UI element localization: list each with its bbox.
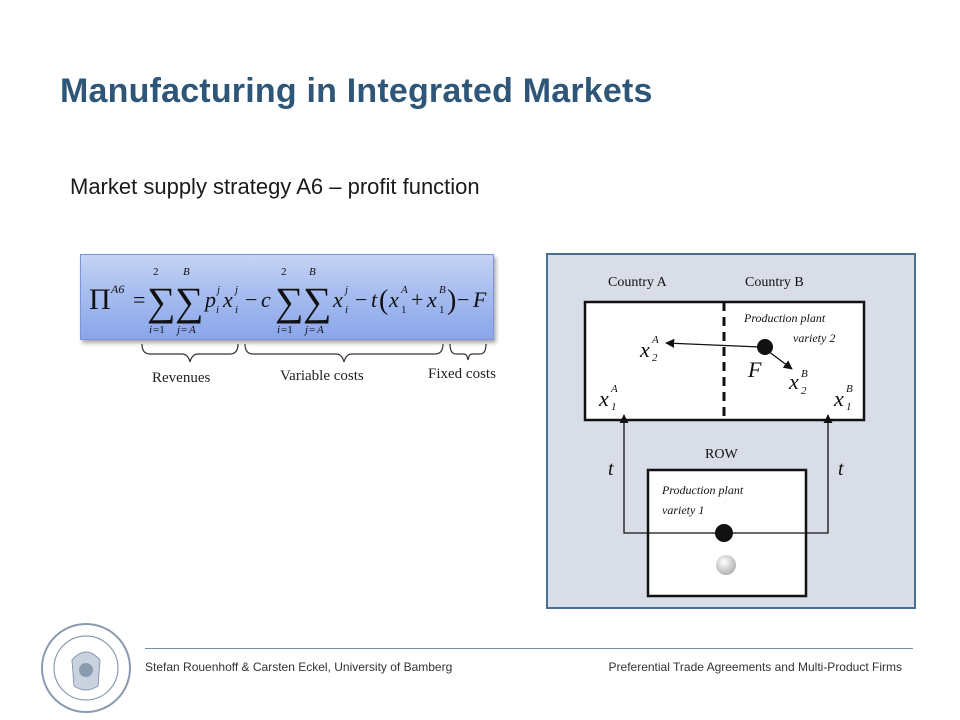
formula-pi: Π	[89, 283, 111, 316]
svg-text:B: B	[801, 368, 808, 380]
svg-text:A: A	[651, 334, 659, 346]
svg-text:2: 2	[153, 266, 159, 278]
plant-2-dot	[757, 339, 773, 355]
svg-text:1: 1	[401, 304, 407, 316]
svg-text:x: x	[788, 369, 799, 394]
svg-text:x: x	[222, 287, 233, 312]
svg-text:∑: ∑	[275, 279, 304, 324]
university-seal-logo	[41, 623, 131, 713]
brace-variable-costs	[244, 343, 444, 363]
svg-text:x: x	[598, 386, 609, 411]
svg-text:+: +	[411, 287, 423, 312]
svg-text:2: 2	[801, 385, 807, 397]
svg-text:B: B	[439, 284, 446, 296]
plant-1-ghost-dot	[716, 555, 736, 575]
svg-text:i: i	[277, 324, 280, 336]
footer-authors: Stefan Rouenhoff & Carsten Eckel, Univer…	[145, 660, 453, 674]
sum-sign: ∑	[147, 279, 176, 324]
svg-text:(: (	[379, 285, 388, 316]
svg-text:1: 1	[846, 401, 852, 413]
svg-text:x: x	[332, 287, 343, 312]
label-variable-costs: Variable costs	[280, 368, 364, 384]
label-plant2-line1: Production plant	[744, 311, 826, 325]
svg-text:x: x	[426, 287, 437, 312]
slide-subtitle: Market supply strategy A6 – profit funct…	[70, 174, 480, 199]
sum-sign: ∑	[175, 279, 204, 324]
svg-text:t: t	[371, 287, 378, 312]
svg-text:B: B	[183, 266, 190, 278]
svg-text:c: c	[261, 287, 271, 312]
footer-presentation-title: Preferential Trade Agreements and Multi-…	[608, 660, 902, 674]
brace-fixed-costs	[449, 343, 487, 361]
svg-text:x: x	[639, 337, 650, 362]
arrow-to-x2B	[767, 350, 793, 370]
formula-superscript: A6	[110, 282, 124, 296]
svg-text:2: 2	[281, 266, 287, 278]
label-plant1-line2: variety 1	[662, 503, 705, 517]
svg-text:j: j	[175, 324, 180, 336]
svg-text:i: i	[149, 324, 152, 336]
label-country-a: Country A	[608, 275, 667, 290]
brace-revenues	[141, 343, 239, 363]
svg-text:x: x	[388, 287, 399, 312]
svg-text:A: A	[188, 324, 196, 336]
svg-text:j: j	[303, 324, 308, 336]
svg-text:j: j	[215, 284, 220, 296]
quantity-labels: x A 2 x B 2 x A 1 x B 1	[598, 334, 853, 413]
svg-text:=: =	[309, 324, 315, 336]
svg-text:j: j	[343, 284, 348, 296]
svg-text:A: A	[316, 324, 324, 336]
market-diagram: x A 2 x B 2 x A 1 x B 1 Country A Countr…	[546, 253, 916, 609]
svg-text:x: x	[833, 386, 844, 411]
label-fixed-costs: Fixed costs	[428, 366, 496, 382]
route-to-country-a	[619, 414, 720, 534]
svg-text:2: 2	[652, 352, 658, 364]
label-country-b: Country B	[745, 275, 804, 290]
slide-title: Manufacturing in Integrated Markets	[60, 72, 653, 110]
formula-graphic: Π A6 = 2 ∑ i=1 B ∑ j=A p j i x j i − c 2…	[89, 266, 487, 336]
route-to-country-b	[730, 414, 833, 534]
svg-text:i: i	[345, 304, 348, 316]
svg-text:p: p	[203, 287, 216, 312]
svg-text:F: F	[472, 287, 487, 312]
svg-text:i: i	[216, 304, 219, 316]
svg-text:1: 1	[611, 401, 617, 413]
svg-text:−: −	[457, 287, 469, 312]
svg-text:=1: =1	[281, 324, 293, 336]
arrow-to-x2A	[665, 338, 761, 348]
svg-text:A: A	[400, 284, 408, 296]
svg-text:=: =	[181, 324, 187, 336]
svg-text:B: B	[309, 266, 316, 278]
label-plant2-line2: variety 2	[793, 331, 836, 345]
svg-text:i: i	[235, 304, 238, 316]
label-revenues: Revenues	[152, 370, 211, 386]
svg-text:B: B	[846, 383, 853, 395]
svg-text:−: −	[245, 287, 257, 312]
svg-text:=1: =1	[153, 324, 165, 336]
label-transport-t-right: t	[838, 458, 844, 480]
svg-text:A: A	[610, 383, 618, 395]
formula-equals: =	[133, 287, 145, 312]
svg-text:j: j	[233, 284, 238, 296]
svg-text:): )	[447, 285, 456, 316]
label-plant1-line1: Production plant	[662, 483, 744, 497]
label-row: ROW	[705, 447, 738, 462]
label-fixed-cost-f: F	[748, 357, 762, 382]
plant-1-dot	[715, 524, 733, 542]
diagram-graphic: x A 2 x B 2 x A 1 x B 1	[583, 300, 866, 598]
label-transport-t-left: t	[608, 458, 614, 480]
svg-text:1: 1	[439, 304, 445, 316]
svg-text:−: −	[355, 287, 367, 312]
profit-formula: Π A6 = 2 ∑ i=1 B ∑ j=A p j i x j i − c 2…	[80, 254, 494, 340]
svg-text:∑: ∑	[303, 279, 332, 324]
footer-divider	[145, 648, 913, 649]
